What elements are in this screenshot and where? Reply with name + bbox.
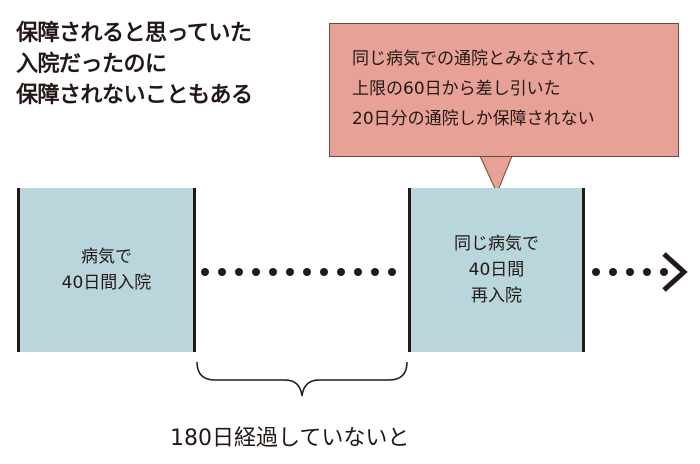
interval-brace bbox=[196, 361, 408, 397]
interval-label: 180日経過していないと bbox=[170, 426, 410, 451]
arrow-chevron-icon bbox=[662, 252, 688, 292]
box-line: 40日間 bbox=[468, 260, 525, 280]
title-line: 入院だったのに bbox=[16, 52, 167, 77]
box-line: 再入院 bbox=[471, 286, 522, 306]
second-hospital-stay: 同じ病気で 40日間 再入院 bbox=[408, 188, 585, 352]
box-line: 40日間入院 bbox=[61, 273, 152, 293]
dotted-line-interval bbox=[201, 268, 396, 276]
diagram-title: 保障されると思っていた 入院だったのに 保障されないこともある bbox=[16, 18, 253, 111]
title-line: 保障されないこともある bbox=[16, 83, 253, 108]
box-line: 同じ病気で bbox=[454, 234, 539, 254]
bubble-line: 20日分の通院しか保障されない bbox=[352, 109, 595, 129]
box-line: 病気で bbox=[80, 247, 132, 267]
title-line: 保障されると思っていた bbox=[16, 21, 252, 46]
first-hospital-stay: 病気で 40日間入院 bbox=[17, 188, 196, 352]
dotted-arrow-continue bbox=[592, 268, 668, 276]
bubble-line: 上限の60日から差し引いた bbox=[352, 79, 561, 99]
speech-bubble: 同じ病気での通院とみなされて、 上限の60日から差し引いた 20日分の通院しか保… bbox=[329, 23, 679, 157]
bubble-line: 同じ病気での通院とみなされて、 bbox=[352, 49, 606, 69]
